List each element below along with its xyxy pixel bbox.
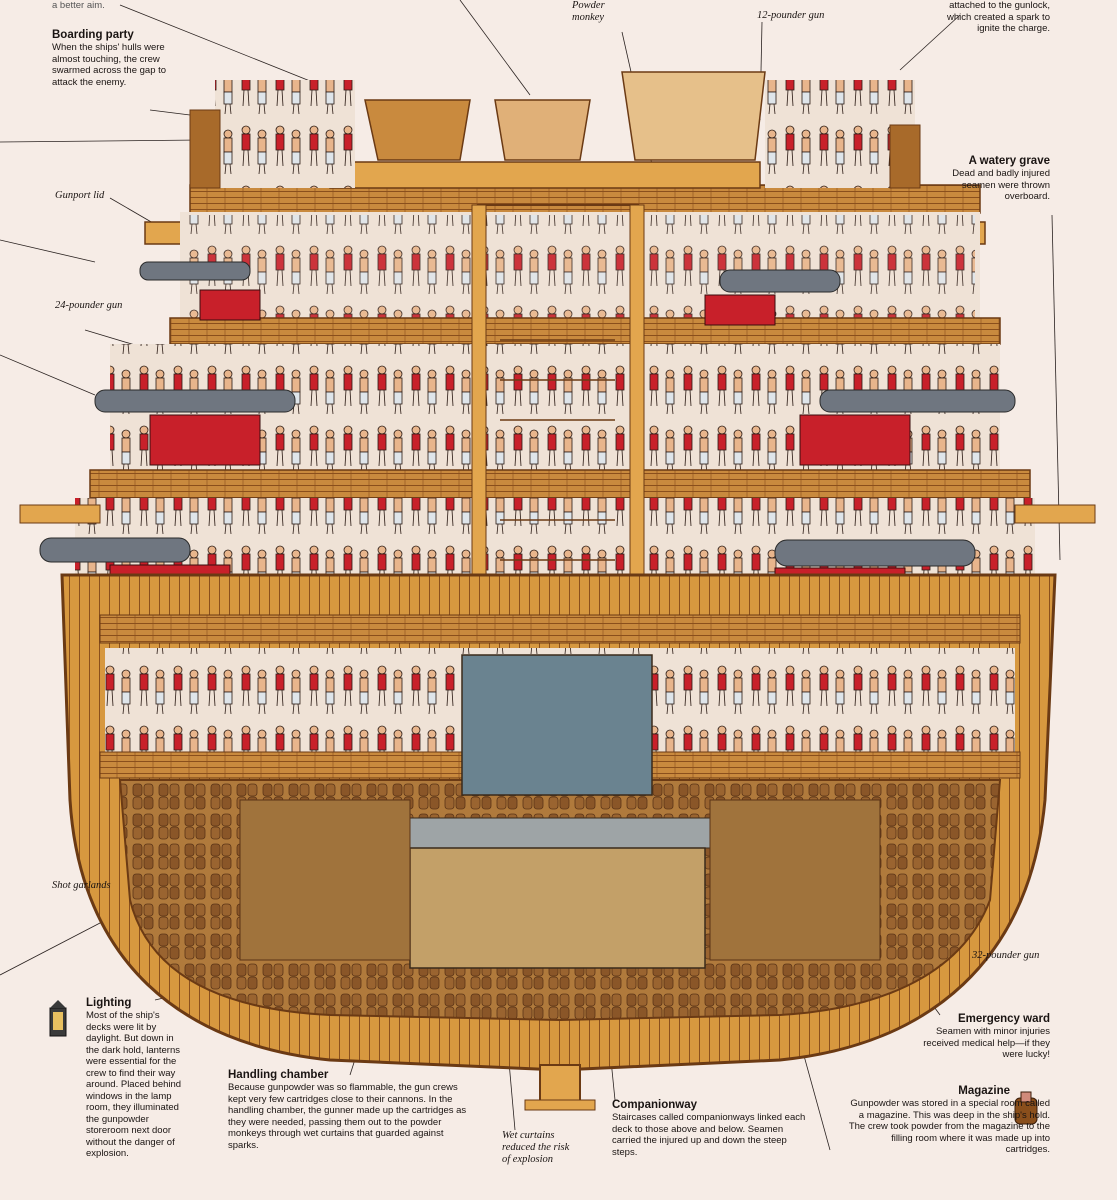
label-powder-monkey: Powder monkey	[572, 0, 605, 23]
lower-hull	[60, 573, 1057, 1111]
handling-chamber-title: Handling chamber	[228, 1069, 329, 1081]
quarter-deck	[139, 212, 1001, 345]
companionway-column	[471, 204, 645, 626]
companionway-title: Companionway	[612, 1099, 697, 1111]
magazine-title: Magazine	[958, 1085, 1010, 1097]
magazine-annotation: Magazine Gunpowder was stored in a speci…	[845, 1084, 1050, 1156]
watery-grave-title: A watery grave	[968, 155, 1050, 167]
watery-grave-annotation: A watery grave Dead and badly injured se…	[930, 154, 1050, 203]
label-24-pounder-gun: 24-pounder gun	[55, 300, 123, 311]
snippet-better-aim: a better aim.	[52, 0, 105, 11]
label-32-pounder-gun: 32-pounder gun	[972, 950, 1040, 961]
lighting-annotation: Lighting Most of the ship's decks were l…	[52, 996, 185, 1160]
snippet-gunlock: attached to the gunlock, which created a…	[947, 0, 1050, 34]
boarding-party-body: When the ships' hulls were almost touchi…	[52, 42, 167, 88]
watery-grave-body: Dead and badly injured seamen were throw…	[952, 168, 1050, 202]
powder-keg-icon	[1014, 1091, 1038, 1125]
label-shot-garlands: Shot garlands	[52, 880, 111, 891]
lantern-icon	[49, 1000, 67, 1037]
lighting-title: Lighting	[86, 997, 132, 1009]
companionway-body: Staircases called companionways linked e…	[612, 1112, 806, 1158]
emergency-ward-annotation: Emergency ward Seamen with minor injurie…	[915, 1012, 1050, 1061]
companionway-annotation: Companionway Staircases called companion…	[612, 1098, 812, 1158]
boarding-party-annotation: Boarding party When the ships' hulls wer…	[52, 28, 182, 88]
handling-chamber-body: Because gunpowder was so flammable, the …	[228, 1082, 467, 1151]
magazine-body: Gunpowder was stored in a special room c…	[848, 1098, 1050, 1155]
emergency-ward-title: Emergency ward	[957, 1013, 1050, 1025]
label-12-pounder-gun: 12-pounder gun	[757, 10, 825, 21]
handling-chamber-annotation: Handling chamber Because gunpowder was s…	[228, 1068, 473, 1151]
upper-gun-deck	[89, 344, 1031, 499]
lighting-body: Most of the ship's decks were lit by day…	[86, 1010, 182, 1159]
boarding-party-title: Boarding party	[52, 29, 134, 41]
label-wet-curtains: Wet curtains reduced the risk of explosi…	[502, 1130, 570, 1165]
emergency-ward-body: Seamen with minor injuries received medi…	[923, 1026, 1050, 1060]
label-gunport-lid: Gunport lid	[55, 190, 105, 201]
